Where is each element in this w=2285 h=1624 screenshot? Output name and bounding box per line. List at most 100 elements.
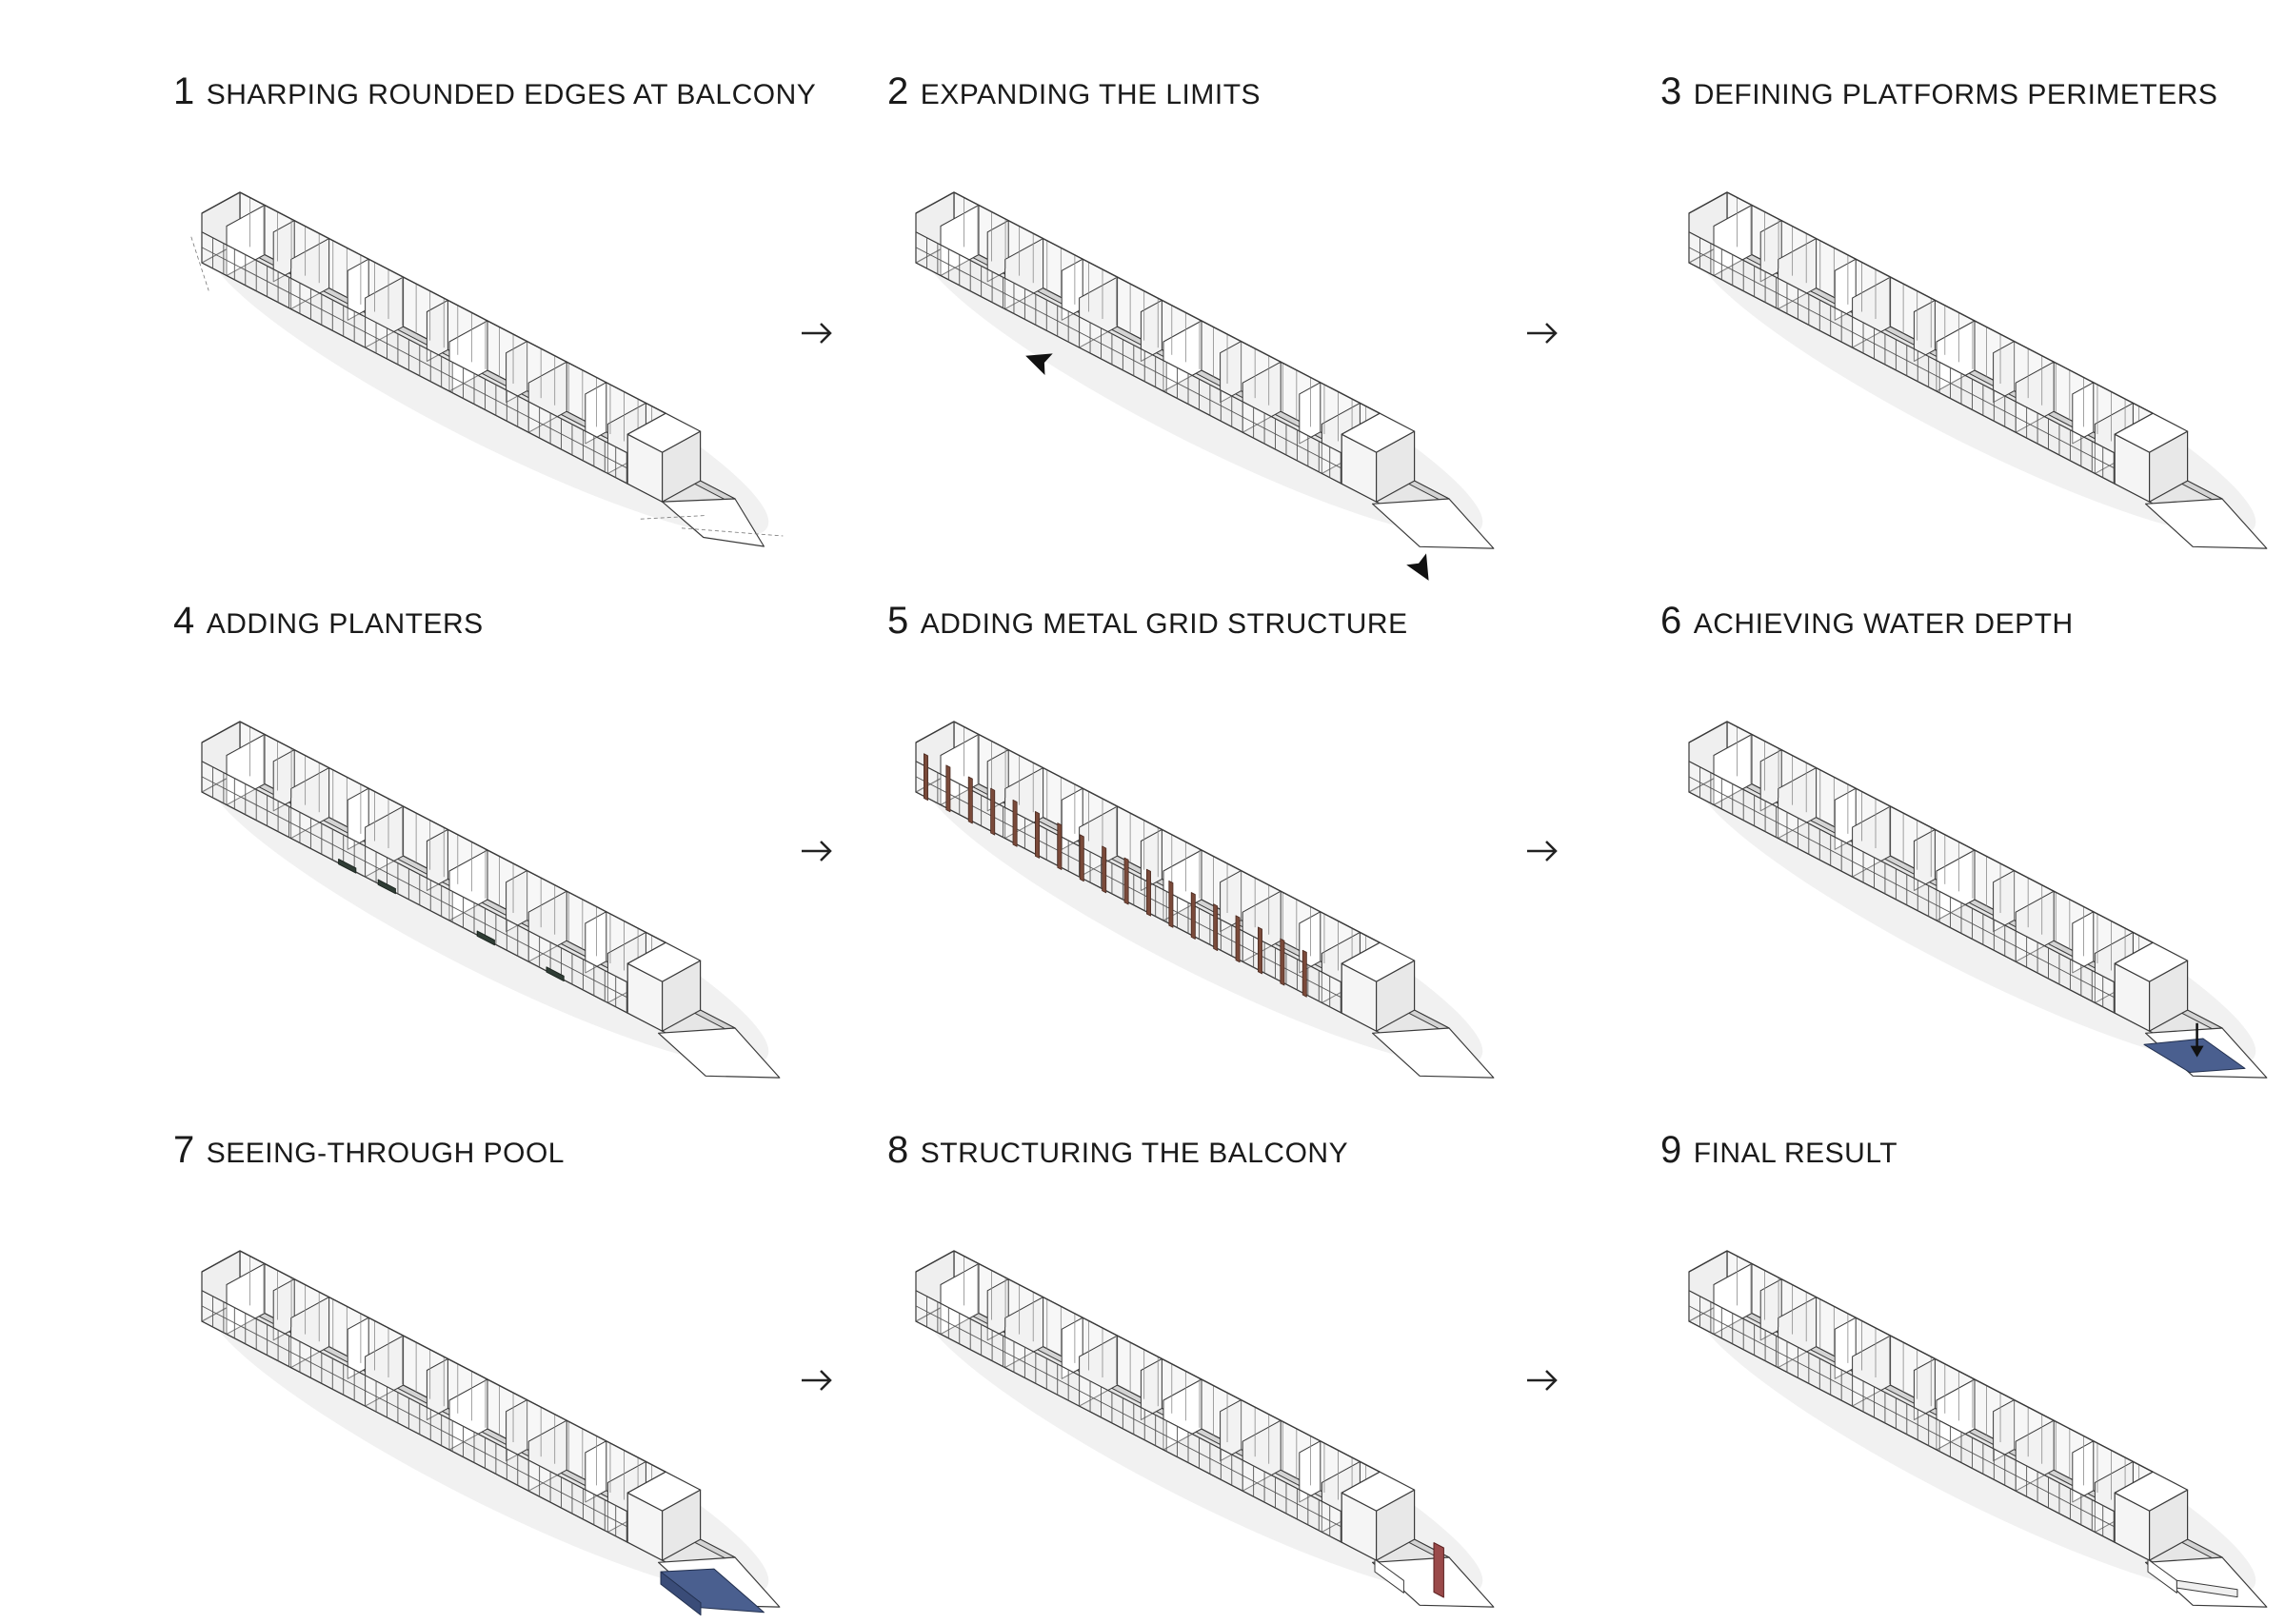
step-number: 1 — [173, 70, 195, 112]
partition-wall — [2015, 1419, 2055, 1492]
metal-grid-fin — [1190, 892, 1196, 940]
facade-transom — [915, 776, 1342, 999]
partition-wall — [1162, 1378, 1202, 1451]
partition-wall — [426, 299, 448, 362]
step-label: DEFINING PLATFORMS PERIMETERS — [1693, 79, 2218, 110]
partition-wall — [527, 890, 567, 962]
roof-edge — [1726, 191, 2154, 414]
partition-wall — [986, 220, 1009, 283]
partition-wall — [272, 1278, 295, 1341]
metal-grid-fin — [1301, 949, 1307, 998]
step-number: 2 — [887, 70, 909, 112]
building-axonometric — [1688, 721, 2268, 1079]
facade-transom — [1688, 1305, 2116, 1528]
planter-box — [546, 966, 565, 982]
down-arrow-icon — [2190, 1045, 2204, 1058]
metal-grid-fin — [1057, 822, 1063, 870]
metal-grid-fin — [1213, 903, 1219, 952]
right-arrow-icon — [1523, 1361, 1561, 1399]
partition-wall — [527, 361, 567, 433]
step-label: STRUCTURING THE BALCONY — [920, 1138, 1349, 1169]
partition-wall — [2015, 890, 2055, 962]
step-title: 4 ADDING PLANTERS — [173, 600, 484, 643]
step-title: 6 ACHIEVING WATER DEPTH — [1660, 600, 2074, 643]
right-arrow-icon — [798, 832, 836, 870]
partition-wall — [1759, 1278, 1782, 1341]
partition-wall — [226, 734, 266, 805]
partition-wall — [2015, 361, 2055, 433]
facade-transom — [1688, 247, 2116, 469]
partition-wall — [527, 1419, 567, 1492]
step-title: 2 EXPANDING THE LIMITS — [887, 70, 1261, 113]
water-area — [2143, 1038, 2246, 1073]
roof-edge — [915, 721, 955, 743]
partition-wall — [940, 1263, 980, 1335]
facade-transom — [201, 776, 628, 999]
roof-edge — [201, 721, 241, 743]
metal-grid-fin — [945, 764, 951, 813]
step-number: 4 — [173, 600, 195, 642]
partition-wall — [1713, 205, 1753, 276]
right-arrow-icon — [798, 1361, 836, 1399]
partition-wall — [1778, 1297, 1818, 1369]
step-label: SHARPING ROUNDED EDGES AT BALCONY — [206, 79, 817, 110]
partition-wall — [1004, 1297, 1044, 1369]
metal-grid-fin — [1168, 880, 1174, 928]
partition-wall — [1778, 238, 1818, 310]
cut-line — [190, 236, 209, 291]
step-number: 3 — [1660, 70, 1682, 112]
step-1: 1 SHARPING ROUNDED EDGES AT BALCONY — [173, 70, 840, 565]
core-top — [626, 1471, 702, 1512]
partition-wall — [1713, 734, 1753, 805]
partition-wall — [448, 1378, 488, 1451]
metal-grid-fin — [1280, 938, 1285, 986]
roof-edge — [1726, 1250, 2154, 1473]
facade-transom — [201, 247, 628, 469]
roof-edge — [201, 191, 241, 214]
cut-line — [681, 527, 784, 537]
core-top — [626, 412, 702, 453]
roof-edge — [239, 1250, 666, 1473]
roof-edge — [953, 721, 1381, 943]
partition-wall — [290, 238, 330, 310]
balcony-platform — [1372, 1027, 1495, 1079]
right-arrow-icon — [798, 314, 836, 352]
partition-wall — [1936, 1378, 1976, 1451]
core-top — [2114, 1471, 2189, 1512]
step-label: ACHIEVING WATER DEPTH — [1693, 608, 2074, 640]
step-number: 7 — [173, 1129, 195, 1171]
step-3: 3 DEFINING PLATFORMS PERIMETERS — [1660, 70, 2285, 565]
partition-wall — [1299, 382, 1321, 445]
building-axonometric — [915, 1250, 1495, 1608]
step-label: ADDING PLANTERS — [206, 608, 484, 640]
partition-wall — [448, 849, 488, 921]
step-label: EXPANDING THE LIMITS — [920, 79, 1262, 110]
partition-wall — [1242, 361, 1282, 433]
facade-transom — [201, 1305, 628, 1528]
metal-grid-fin — [1034, 811, 1040, 859]
building-axonometric — [1688, 191, 2268, 549]
core-top — [1341, 1471, 1416, 1512]
balcony-platform — [2145, 498, 2268, 549]
facade-transom — [915, 247, 1342, 469]
step-number: 6 — [1660, 600, 1682, 642]
step-label: ADDING METAL GRID STRUCTURE — [920, 608, 1408, 640]
balcony-step — [1374, 1558, 1404, 1594]
core-top — [1341, 941, 1416, 982]
metal-grid-fin — [1079, 834, 1084, 882]
balcony-column — [1433, 1542, 1444, 1598]
planter-box — [377, 879, 396, 895]
roof-edge — [1688, 191, 1728, 214]
balcony-platform — [661, 498, 765, 547]
metal-grid-fin — [1257, 926, 1262, 975]
partition-wall — [940, 205, 980, 276]
planter-box — [338, 858, 357, 874]
step-6: 6 ACHIEVING WATER DEPTH — [1660, 600, 2285, 1095]
metal-grid-fin — [967, 776, 973, 824]
balcony-rail — [2176, 1579, 2238, 1598]
partition-wall — [1913, 1357, 1936, 1420]
expand-arrow-icon — [1025, 353, 1053, 375]
